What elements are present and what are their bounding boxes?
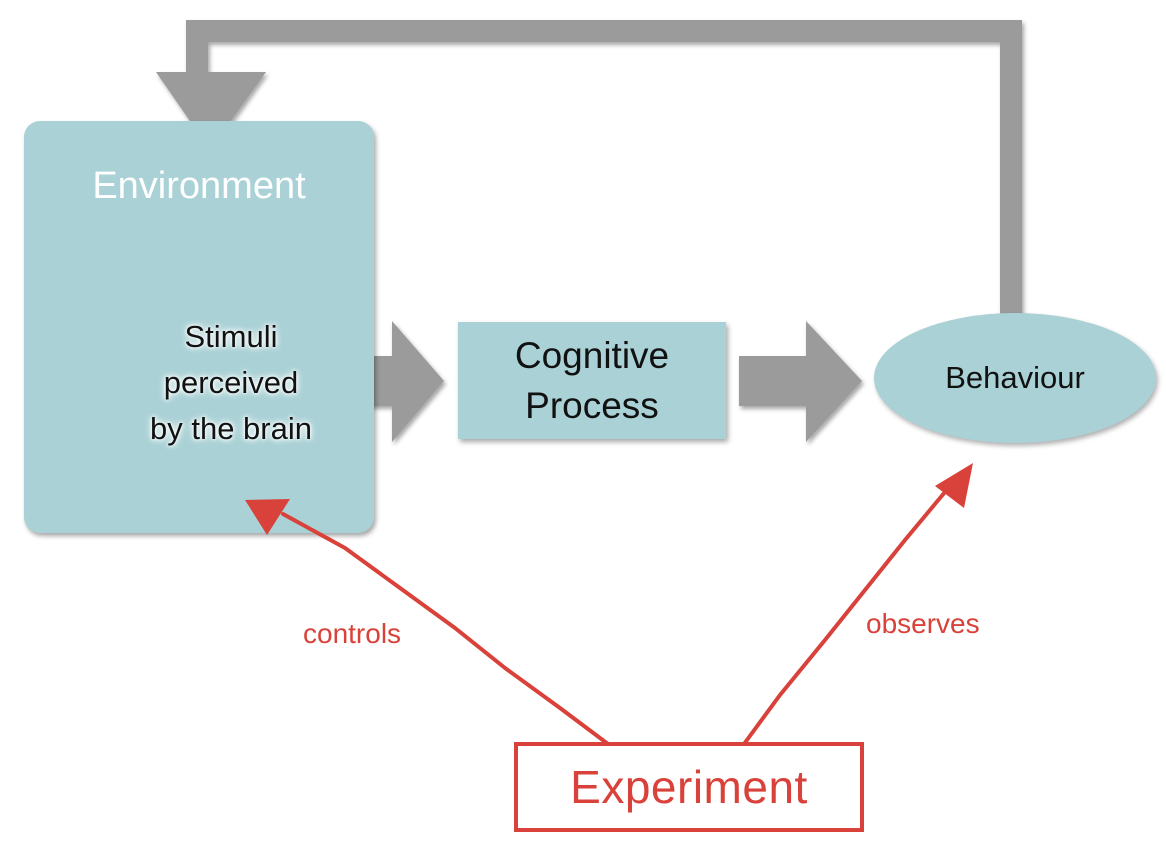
controls-arrow-line bbox=[281, 512, 610, 746]
cognitive-process-label: Cognitive Process bbox=[514, 334, 670, 426]
controls-label: controls bbox=[303, 618, 402, 649]
environment-node bbox=[24, 121, 374, 533]
arrow-environment-to-cognitive bbox=[322, 321, 444, 442]
arrow-cognitive-to-behaviour bbox=[739, 321, 862, 442]
behaviour-label: Behaviour bbox=[945, 360, 1085, 395]
environment-title: Environment bbox=[92, 165, 306, 207]
experiment-label: Experiment bbox=[570, 761, 808, 813]
observes-arrow-line bbox=[742, 484, 952, 746]
behaviour-node: Behaviour bbox=[874, 313, 1156, 443]
stimuli-label: Stimuli perceived by the brain bbox=[150, 319, 312, 446]
observes-label: observes bbox=[866, 608, 980, 639]
controls-arrowhead bbox=[245, 499, 290, 535]
cognitive-process-node: Cognitive Process bbox=[458, 322, 726, 439]
observes-arrowhead bbox=[935, 463, 973, 508]
experiment-node: Experiment bbox=[514, 742, 864, 832]
